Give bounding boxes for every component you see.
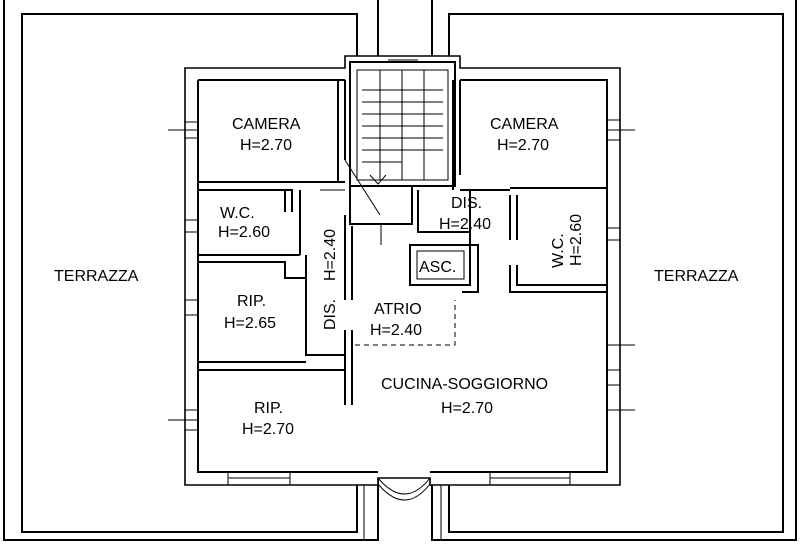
- label-dis-right: DIS.: [451, 195, 482, 212]
- label-wc-right-height: H=2.60: [568, 214, 585, 266]
- label-camera-left-height: H=2.70: [240, 137, 292, 154]
- label-wc-left: W.C.: [220, 205, 255, 222]
- label-rip-top-height: H=2.65: [224, 315, 276, 332]
- label-dis-right-height: H=2.40: [439, 216, 491, 233]
- label-camera-left: CAMERA: [232, 116, 301, 133]
- label-wc-left-height: H=2.60: [218, 224, 270, 241]
- label-dis-corridor-height: H=2.40: [322, 229, 339, 281]
- label-camera-right: CAMERA: [490, 116, 559, 133]
- stair-block: [344, 55, 456, 245]
- label-camera-right-height: H=2.70: [497, 137, 549, 154]
- label-terrazza-left: TERRAZZA: [54, 268, 139, 285]
- label-rip-top: RIP.: [237, 293, 266, 310]
- label-terrazza-right: TERRAZZA: [654, 268, 739, 285]
- building-outer-walls: [184, 55, 621, 486]
- windows: [168, 119, 635, 485]
- left-partitions: [198, 80, 353, 405]
- label-atrio-height: H=2.40: [370, 322, 422, 339]
- label-atrio: ATRIO: [374, 301, 422, 318]
- label-cucina-height: H=2.70: [441, 400, 493, 417]
- label-wc-right: W.C.: [550, 233, 567, 268]
- label-dis-corridor: DIS.: [322, 299, 339, 330]
- right-partitions: [355, 80, 607, 346]
- label-rip-bottom-height: H=2.70: [242, 421, 294, 438]
- label-asc: ASC.: [419, 259, 456, 276]
- label-cucina: CUCINA-SOGGIORNO: [381, 376, 548, 393]
- label-rip-bottom: RIP.: [254, 400, 283, 417]
- bay-window: [377, 477, 431, 501]
